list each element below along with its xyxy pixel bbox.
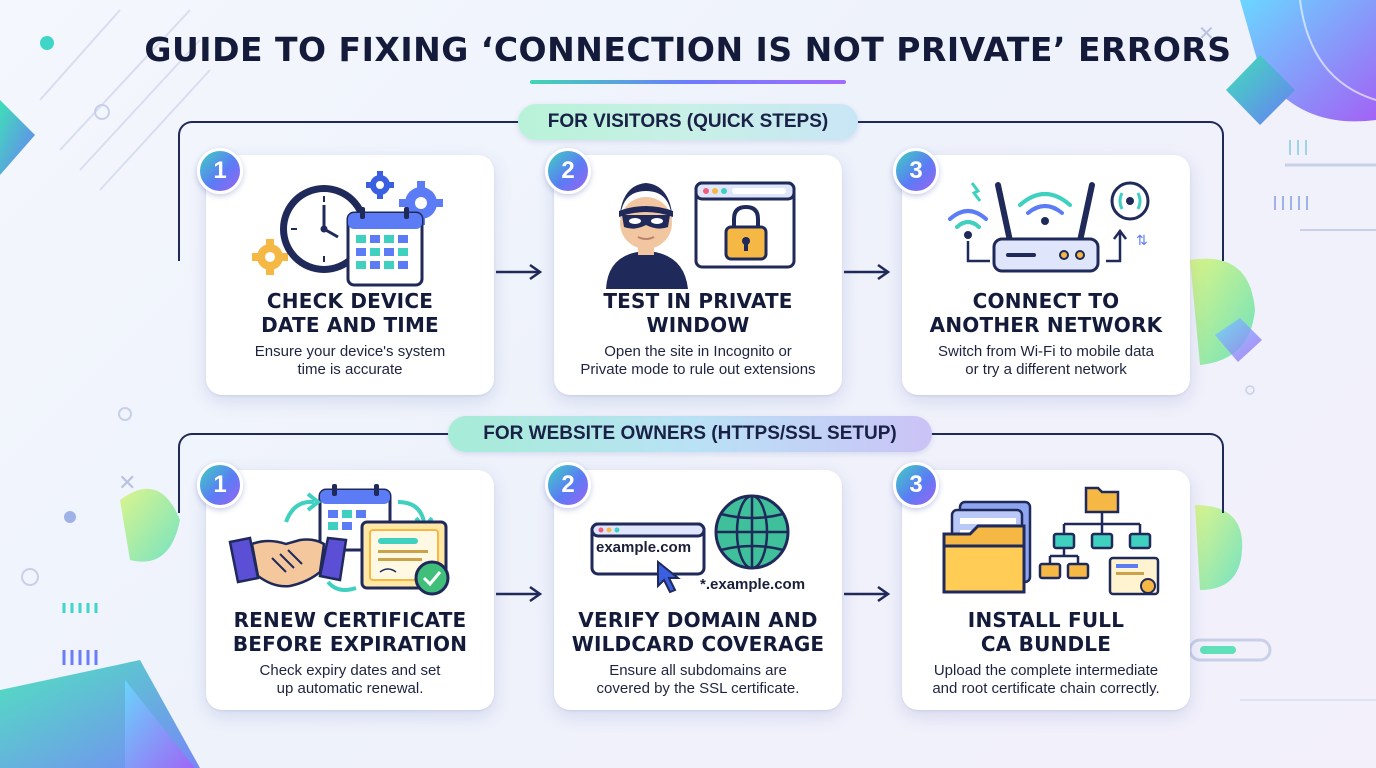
card-title-line: WINDOW — [646, 313, 750, 337]
card-title-line: RENEW CERTIFICATE — [233, 608, 467, 632]
domain-globe-icon — [590, 494, 790, 594]
card-description-line: up automatic renewal. — [276, 680, 424, 697]
arrow-right-icon — [496, 585, 543, 603]
card-title-line: INSTALL FULL — [967, 608, 1125, 632]
handshake-certificate-icon — [228, 484, 450, 596]
visitor-step-2-card: TEST IN PRIVATE WINDOW Open the site in … — [554, 155, 842, 395]
domain-address-text: example.com — [596, 539, 692, 556]
owners-section-label: FOR WEBSITE OWNERS (HTTPS/SSL SETUP) — [448, 416, 932, 452]
svg-text:✕: ✕ — [1198, 21, 1215, 45]
svg-text:⇅: ⇅ — [1136, 233, 1148, 249]
visitors-section-label: FOR VISITORS (QUICK STEPS) — [518, 104, 858, 140]
card-title-line: DATE AND TIME — [261, 313, 439, 337]
arrow-right-icon — [844, 263, 891, 281]
step-number-badge: 3 — [893, 462, 939, 508]
arrow-right-icon — [496, 263, 543, 281]
clock-calendar-gears-icon — [252, 171, 443, 287]
card-description-line: Upload the complete intermediate — [933, 662, 1159, 679]
card-title-line: VERIFY DOMAIN AND — [578, 608, 818, 632]
folders-hierarchy-icon — [942, 486, 1160, 596]
card-title-line: CA BUNDLE — [980, 632, 1112, 656]
title-underline — [530, 80, 846, 84]
card-description-line: covered by the SSL certificate. — [596, 680, 800, 697]
arrow-right-icon — [844, 585, 891, 603]
svg-text:✕: ✕ — [118, 471, 136, 496]
card-title-line: WILDCARD COVERAGE — [571, 632, 825, 656]
card-description-line: Open the site in Incognito or — [604, 343, 792, 360]
card-title-line: CONNECT TO — [972, 289, 1120, 313]
card-description-line: or try a different network — [965, 361, 1127, 378]
incognito-browser-lock-icon — [606, 181, 796, 289]
owner-step-1-card: RENEW CERTIFICATE BEFORE EXPIRATION Chec… — [206, 470, 494, 710]
card-description-line: Private mode to rule out extensions — [580, 361, 816, 378]
card-title-line: ANOTHER NETWORK — [929, 313, 1163, 337]
owner-step-2-card: example.com *.example.com VERIFY DOMAIN … — [554, 470, 842, 710]
card-description-line: Check expiry dates and set — [259, 662, 441, 679]
step-number-badge: 1 — [197, 148, 243, 194]
wildcard-domain-text: *.example.com — [700, 576, 806, 593]
card-description-line: Switch from Wi-Fi to mobile data — [938, 343, 1154, 360]
step-number-badge: 3 — [893, 148, 939, 194]
card-description-line: Ensure all subdomains are — [609, 662, 787, 679]
card-title-line: CHECK DEVICE — [266, 289, 434, 313]
visitor-step-1-card: CHECK DEVICE DATE AND TIME Ensure your d… — [206, 155, 494, 395]
step-number-badge: 2 — [545, 462, 591, 508]
router-wifi-icon: ⇅ — [948, 181, 1150, 273]
card-title-line: BEFORE EXPIRATION — [232, 632, 468, 656]
card-title-line: TEST IN PRIVATE — [603, 289, 793, 313]
card-description-line: Ensure your device's system — [254, 343, 446, 360]
card-description-line: and root certificate chain correctly. — [932, 680, 1160, 697]
step-number-badge: 1 — [197, 462, 243, 508]
page-title: GUIDE TO FIXING ‘CONNECTION IS NOT PRIVA… — [144, 30, 1232, 69]
visitor-step-3-card: ⇅ CONNECT TO ANOTHER NETWORK Switch from… — [902, 155, 1190, 395]
owner-step-3-card: INSTALL FULL CA BUNDLE Upload the comple… — [902, 470, 1190, 710]
card-description-line: time is accurate — [297, 361, 403, 378]
step-number-badge: 2 — [545, 148, 591, 194]
